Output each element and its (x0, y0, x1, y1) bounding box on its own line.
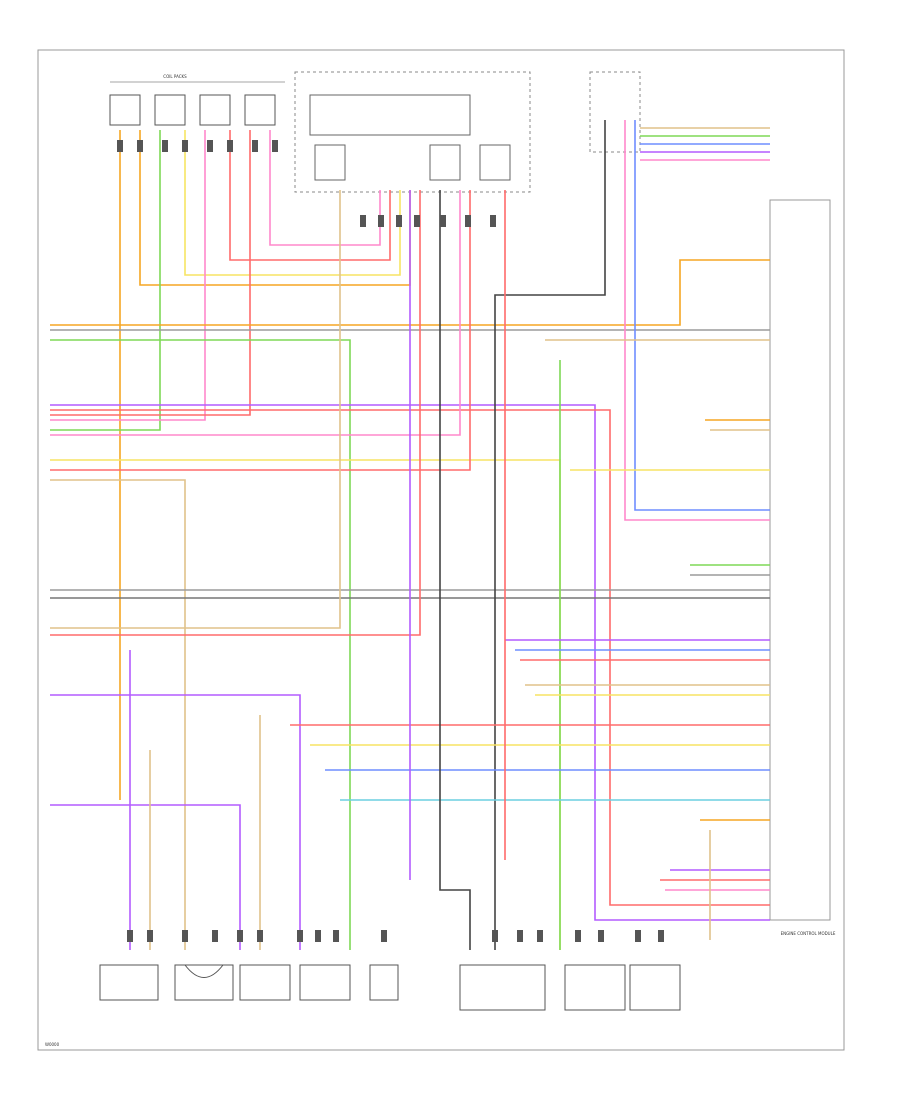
fuse-relay-box (294, 71, 531, 193)
wire-purple-h (50, 404, 770, 921)
ecm-label: ENGINE CONTROL MODULE (781, 931, 836, 936)
bottom-connector-pins (127, 930, 664, 942)
wire-yellow-h (50, 459, 561, 950)
wire-pink-v (624, 120, 770, 521)
wire-purple-4 (50, 804, 241, 950)
top-label: COIL PACKS (163, 74, 187, 79)
wire-red-h2 (50, 190, 471, 471)
wire-black-v2 (439, 190, 471, 950)
wire-green-h (50, 339, 351, 950)
wire-tan-h2 (50, 190, 341, 629)
wire-green-1 (50, 130, 161, 431)
diagram-frame (37, 49, 845, 1051)
wire-tan-h (50, 479, 186, 950)
wire-pink-2 (269, 130, 381, 246)
fuse-box-right (589, 71, 641, 153)
wire-red-2 (50, 130, 251, 416)
wire-red-1 (229, 130, 391, 261)
coil-packs (109, 94, 276, 126)
wire-red-h1 (50, 409, 770, 906)
wire-yellow-1 (184, 130, 401, 276)
ecm-connector-block (769, 199, 831, 921)
wire-orange-2 (139, 130, 411, 286)
wire-pink-h1 (50, 190, 461, 436)
wire-black-v (494, 120, 606, 950)
wire-orange-h (50, 259, 770, 326)
bottom-components (99, 964, 681, 1011)
top-connector-pins (117, 140, 496, 227)
footer-code: W0000 (45, 1042, 60, 1047)
wire-blue-v (634, 120, 770, 511)
wire-bundle (50, 120, 770, 950)
wire-purple-3 (50, 694, 301, 950)
wire-red-h3 (50, 190, 421, 636)
wire-pink-1 (50, 130, 206, 421)
